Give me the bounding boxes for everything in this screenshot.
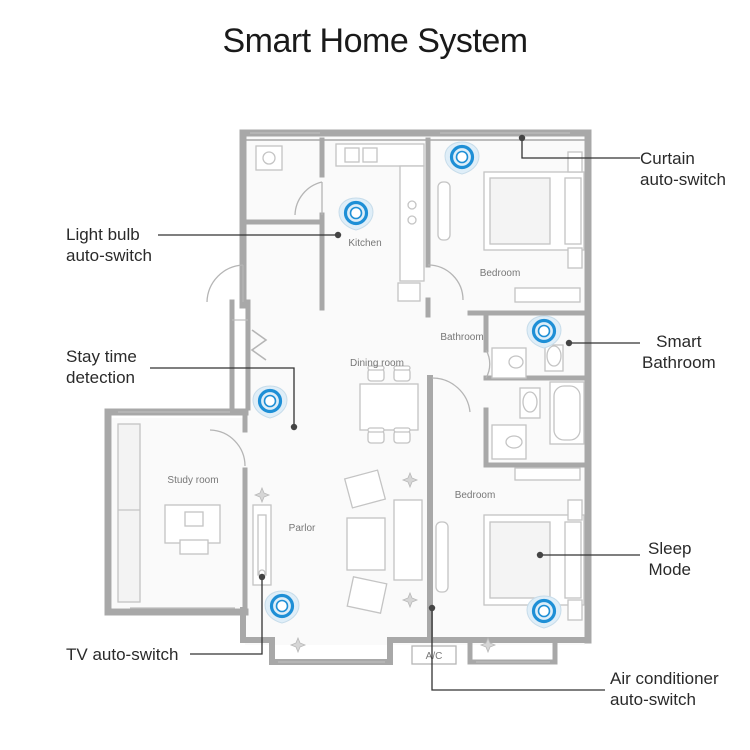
page-title: Smart Home System (222, 22, 528, 60)
laundry-fixture (255, 145, 283, 171)
callout-sleep-mode-line1: Sleep (648, 539, 692, 558)
ac-unit-label: A/C (426, 651, 443, 662)
room-labels: Kitchen Bedroom Bathroom Dining room Stu… (167, 238, 520, 534)
study-furniture (117, 423, 221, 603)
leader-air-conditioner (431, 608, 605, 691)
bedroom-top-furniture (437, 151, 585, 303)
callout-stay-time-line1: Stay time (66, 347, 137, 366)
room-label-dining-room: Dining room (350, 358, 404, 369)
doors (206, 181, 491, 467)
dining-furniture (359, 365, 419, 444)
callout-smart-bathroom: Smart Bathroom (642, 331, 716, 373)
callout-sleep-mode-line2: Mode (648, 560, 691, 579)
callout-tv-line1: TV auto-switch (66, 645, 179, 664)
callout-light-bulb: Light bulb auto-switch (66, 224, 152, 266)
callout-light-bulb-line1: Light bulb (66, 225, 140, 244)
callout-smart-bathroom-line2: Bathroom (642, 353, 716, 372)
callout-stay-time-line2: detection (66, 368, 135, 387)
leader-dots (258, 134, 573, 612)
callout-tv: TV auto-switch (66, 644, 178, 665)
callout-stay-time: Stay time detection (66, 346, 137, 388)
callout-curtain-line2: auto-switch (640, 170, 726, 189)
callout-air-conditioner-line1: Air conditioner (610, 669, 719, 688)
leader-curtain (521, 138, 640, 159)
room-label-bathroom: Bathroom (440, 332, 483, 343)
ac-unit (411, 645, 457, 665)
room-label-study-room: Study room (167, 475, 218, 486)
leader-tv (190, 577, 263, 655)
leader-lines (150, 138, 640, 691)
walls (104, 129, 592, 665)
kitchen-fixtures (335, 143, 425, 302)
room-label-bedroom-bottom: Bedroom (455, 490, 496, 501)
windows (118, 132, 570, 663)
callout-sleep-mode: Sleep Mode (648, 538, 691, 580)
room-label-kitchen: Kitchen (348, 238, 381, 249)
leader-stay-time (150, 367, 295, 427)
bedroom-bottom-furniture (435, 467, 585, 621)
room-label-parlor: Parlor (289, 523, 316, 534)
parlor-furniture (252, 469, 423, 614)
room-label-bedroom-top: Bedroom (480, 268, 521, 279)
callout-curtain-line1: Curtain (640, 149, 695, 168)
bathroom-fixtures (491, 344, 585, 460)
callout-air-conditioner: Air conditioner auto-switch (610, 668, 719, 710)
callout-air-conditioner-line2: auto-switch (610, 690, 696, 709)
callout-curtain: Curtain auto-switch (640, 148, 726, 190)
callout-smart-bathroom-line1: Smart (656, 332, 702, 351)
callout-light-bulb-line2: auto-switch (66, 246, 152, 265)
